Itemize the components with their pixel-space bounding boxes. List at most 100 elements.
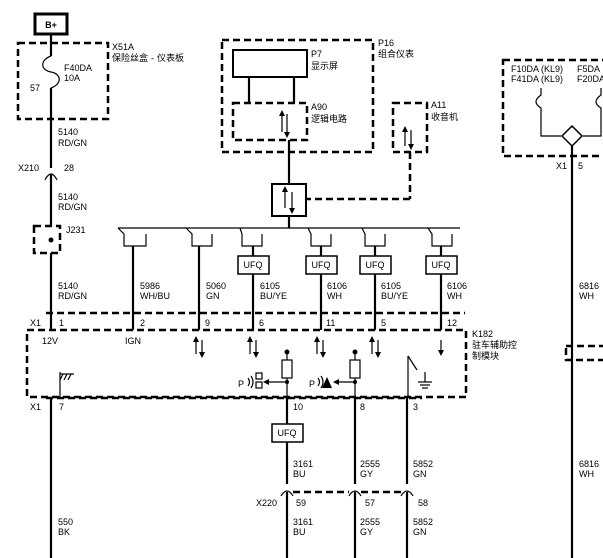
bw2-2-color: BU [293,527,306,537]
svg-text:P: P [238,379,244,389]
pin-1: 1 [59,318,64,328]
wire-6-color: WH [447,291,462,301]
svg-text:UFQ: UFQ [432,260,451,270]
fuse-rating: 10A [64,73,80,83]
display-p7 [232,49,308,78]
sensor-a-circuit [263,349,293,398]
svg-text:UFQ: UFQ [278,428,297,438]
fuse-right-1: F10DA (KL9) [511,64,563,74]
right-wire2-circuit: 6816 [579,459,599,469]
wire-4-circuit: 6106 [327,281,347,291]
bw2-3-circuit: 2555 [360,517,380,527]
wire-1-circuit: 5986 [140,281,160,291]
ufq-box-1: UFQ [237,255,270,275]
wire-1-color: WH/BU [140,291,170,301]
pin-9: 9 [205,318,210,328]
wire-3-color: BU/YE [260,291,287,301]
wire-4-color: WH [327,291,342,301]
wire-bottom-color: RD/GN [58,291,87,301]
radio-arrows-icon [402,126,414,150]
right-connector-pin: 5 [578,161,583,171]
bottom-pin-10: 10 [293,402,303,412]
svg-text:UFQ: UFQ [366,260,385,270]
pin-2: 2 [140,318,145,328]
bottom-connector-id: X1 [30,402,41,412]
bus-taps [117,227,453,247]
bw2-4-color: GN [413,527,427,537]
ufq-box-5: UFQ [271,423,304,443]
module-12v: 12V [42,336,58,346]
wire-mid-color: RD/GN [58,202,87,212]
cluster-desc: 组合仪表 [378,48,414,60]
bw-3-circuit: 5852 [413,459,433,469]
logic-a90 [231,101,309,142]
bw2-2-circuit: 3161 [293,517,313,527]
bw-2-circuit: 2555 [360,459,380,469]
top-connector-id: X1 [30,318,41,328]
fuse-block-x51a [16,41,110,121]
fuse-pin: 57 [30,83,40,93]
bidir-arrow-pin5-icon [369,336,381,358]
bw-1-color: BU [293,469,306,479]
fuse-block-id: X51A [112,42,134,52]
wire-6-circuit: 6106 [447,281,467,291]
radio-desc: 收音机 [431,111,458,123]
svg-text:UFQ: UFQ [312,260,331,270]
bw2-3-color: GY [360,527,373,537]
bw2-1-circuit: 550 [58,517,73,527]
right-wire2-color: WH [579,469,594,479]
module-id: K182 [472,329,493,339]
logic-desc: 逻辑电路 [311,113,347,125]
x210-pin: 28 [64,163,74,173]
bottom-pin-8: 8 [360,402,365,412]
switch-ground-icon [407,355,432,398]
fuse-right-2: F41DA (KL9) [511,74,563,84]
display-desc: 显示屏 [311,61,338,72]
x220-pin-59: 59 [296,498,306,508]
fuse-right-4: F20DA [577,74,603,84]
x220-id: X220 [256,498,277,508]
wire-top-circuit: 5140 [58,127,78,137]
wire-2-circuit: 5060 [206,281,226,291]
bottom-pin-7: 7 [59,402,64,412]
ground-internal-icon [59,372,74,398]
splice-id: J231 [66,225,86,235]
right-connector-id: X1 [556,161,567,171]
park-assist-sensor-icon: P [238,372,263,389]
wire-3-circuit: 6105 [260,281,280,291]
module-desc-2: 制模块 [472,350,499,362]
module-ign: IGN [125,336,141,346]
fuse-right-3: F5DA [577,64,600,74]
wire-mid-circuit: 5140 [58,192,78,202]
serial-data-gateway [271,183,307,217]
splice-j231 [32,224,62,255]
cluster-id: P16 [378,38,394,48]
ufq-box-3: UFQ [359,255,392,275]
bw-3-color: GN [413,469,427,479]
bidir-arrow-pin9-icon [193,336,205,358]
display-id: P7 [311,49,322,59]
x210-id: X210 [18,163,39,173]
bw-2-color: GY [360,469,373,479]
right-module-edge [564,344,603,362]
logic-arrows-icon [279,110,290,138]
park-assist-warning-icon: P [309,375,332,389]
wire-5-circuit: 6105 [381,281,401,291]
wire-2-color: GN [206,291,220,301]
ufq-box-4: UFQ [425,255,458,275]
module-desc-1: 驻车辅助控 [472,339,517,351]
arrow-pin12-icon [438,340,444,356]
right-wire1-color: WH [579,291,594,301]
bottom-pin-3: 3 [413,402,418,412]
x220-connector-symbols [280,490,414,497]
power-label: B+ [45,20,57,30]
bidir-arrow-pin11-icon [314,336,326,358]
radio-id: A11 [431,100,446,110]
logic-id: A90 [311,102,327,112]
x220-pin-58: 58 [418,498,428,508]
pin-5: 5 [381,318,386,328]
svg-text:UFQ: UFQ [244,260,263,270]
fuse-block-desc: 保险丝盒 - 仪表板 [112,52,184,64]
svg-text:P: P [309,379,315,389]
